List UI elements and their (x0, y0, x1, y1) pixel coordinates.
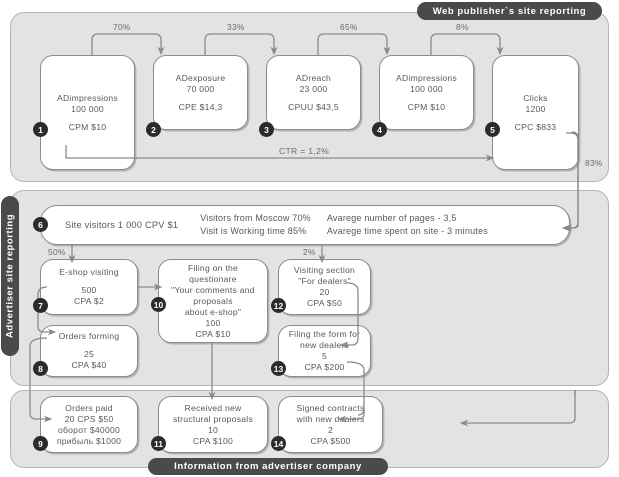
node-badge-3: 3 (259, 122, 274, 137)
node-badge-13: 13 (271, 361, 286, 376)
node-6-main: Site visitors 1 000 CPV $1 (65, 219, 179, 230)
node-filing-form-dealers-13[interactable]: Filing the form for new dealers 5 CPA $2… (278, 325, 371, 377)
node-1-metric: CPM $10 (68, 121, 107, 132)
node-14-line-1: with new dealers (296, 413, 365, 424)
node-6-avg-pages: Avarege number of pages - 3,5 (326, 213, 457, 223)
return-percent-83: 83% (585, 158, 603, 168)
node-11-line-0: Received new (184, 402, 242, 413)
node-6-working-time: Visit is Working time 85% (200, 226, 307, 236)
node-badge-6: 6 (33, 217, 48, 232)
node-2-metric: CPE $14,3 (178, 101, 223, 112)
node-9-line-3: прибыль $1000 (56, 435, 122, 446)
section-title-advertiser-company: Information from advertiser company (148, 458, 388, 475)
node-4-title: ADimpressions (395, 72, 458, 83)
edge-percent-1-2: 70% (113, 22, 131, 32)
node-13-value: 5 (321, 351, 328, 361)
edge-percent-2-3: 33% (227, 22, 245, 32)
node-badge-9: 9 (33, 436, 48, 451)
node-7-value: 500 (81, 285, 97, 295)
node-9-line-2: оборот $40000 (57, 424, 121, 435)
node-5-value: 1200 (525, 103, 546, 114)
node-site-visitors-6[interactable]: Site visitors 1 000 CPV $1 Visitors from… (40, 205, 570, 245)
node-badge-10: 10 (151, 297, 166, 312)
node-4-metric: CPM $10 (407, 101, 446, 112)
node-2-title: ADexposure (175, 72, 226, 83)
node-clicks-5[interactable]: Clicks 1200 CPC $833 (492, 55, 579, 170)
node-badge-12: 12 (271, 298, 286, 313)
node-6-column-2: Avarege number of pages - 3,5 Avarege ti… (327, 212, 488, 238)
node-2-value: 70 000 (186, 83, 215, 94)
node-7-line-0: E-shop visiting (59, 267, 119, 277)
node-6-moscow-share: Visitors from Moscow 70% (200, 213, 311, 223)
node-adimpressions-1[interactable]: ADimpressions 100 000 CPM $10 (40, 55, 135, 170)
section-title-web-publisher: Web publisher`s site reporting (417, 2, 602, 20)
node-11-line-1: structural proposals (173, 413, 253, 424)
node-5-metric: CPC $833 (514, 121, 557, 132)
node-13-metric: CPA $200 (304, 362, 345, 372)
node-1-value: 100 000 (71, 103, 104, 114)
node-orders-paid-9[interactable]: Orders paid 20 CPS $50 оборот $40000 при… (40, 396, 138, 453)
node-visiting-dealers-12[interactable]: Visiting section "For dealers" 20 CPA $5… (278, 259, 371, 315)
node-11-line-2: 10 (207, 424, 219, 435)
node-1-title: ADimpressions (56, 92, 119, 103)
node-adexposure-2[interactable]: ADexposure 70 000 CPE $14,3 (153, 55, 248, 130)
node-eshop-visiting-7[interactable]: E-shop visiting 500 CPA $2 (40, 259, 138, 315)
node-12-line-0: Visiting section (293, 265, 356, 275)
edge-percent-4-5: 8% (456, 22, 469, 32)
node-questionare-10[interactable]: Filing on the questionare "Your comments… (158, 259, 268, 343)
node-12-metric: CPA $50 (306, 298, 343, 308)
node-3-metric: CPUU $43,5 (288, 101, 339, 112)
node-3-title: ADreach (295, 72, 332, 83)
node-14-line-2: 2 (327, 424, 334, 435)
node-12-value: 20 (319, 287, 330, 297)
ctr-label: CTR = 1,2% (279, 146, 330, 156)
node-9-line-1: 20 CPS $50 (64, 413, 114, 424)
branch-percent-50: 50% (48, 247, 66, 257)
node-10-line-0: Filing on the (187, 262, 239, 273)
node-9-line-0: Orders paid (65, 402, 113, 413)
node-badge-1: 1 (33, 122, 48, 137)
edge-percent-3-4: 65% (340, 22, 358, 32)
node-11-line-3: CPA $100 (192, 435, 234, 446)
node-6-avg-time: Avarege time spent on site - 3 minutes (326, 226, 488, 236)
node-badge-5: 5 (485, 122, 500, 137)
node-badge-11: 11 (151, 436, 166, 451)
node-6-column-1: Visitors from Moscow 70% Visit is Workin… (200, 212, 311, 238)
node-5-title: Clicks (523, 92, 548, 103)
node-10-line-2: "Your comments and (171, 284, 255, 295)
node-adreach-3[interactable]: ADreach 23 000 CPUU $43,5 (266, 55, 361, 130)
node-8-line-0: Orders forming (58, 331, 120, 341)
node-7-metric: CPA $2 (73, 296, 104, 306)
branch-percent-2: 2% (303, 247, 316, 257)
node-8-value: 25 (83, 349, 95, 359)
node-14-line-3: CPA $500 (310, 435, 351, 446)
node-4-value: 100 000 (410, 83, 443, 94)
node-13-line-1: new dealers (299, 340, 350, 350)
node-10-metric: CPA $10 (195, 328, 231, 339)
node-orders-forming-8[interactable]: Orders forming 25 CPA $40 (40, 325, 138, 377)
node-adimpressions-4[interactable]: ADimpressions 100 000 CPM $10 (379, 55, 474, 130)
node-signed-contracts-14[interactable]: Signed contracts with new dealers 2 CPA … (278, 396, 383, 453)
node-badge-7: 7 (33, 298, 48, 313)
node-badge-14: 14 (271, 436, 286, 451)
node-badge-8: 8 (33, 361, 48, 376)
node-3-value: 23 000 (299, 83, 328, 94)
node-badge-2: 2 (146, 122, 161, 137)
node-14-line-0: Signed contracts (296, 402, 365, 413)
section-title-advertiser-company-label: Information from advertiser company (174, 461, 362, 472)
node-10-line-3: proposals (193, 295, 233, 306)
section-title-web-publisher-label: Web publisher`s site reporting (432, 5, 587, 17)
node-badge-4: 4 (372, 122, 387, 137)
node-structural-proposals-11[interactable]: Received new structural proposals 10 CPA… (158, 396, 268, 453)
section-title-advertiser-site-label: Advertiser site reporting (4, 213, 16, 339)
node-10-line-4: about e-shop" (184, 306, 242, 317)
node-10-value: 100 (205, 317, 221, 328)
node-8-metric: CPA $40 (71, 360, 107, 370)
node-12-line-1: "For dealers" (298, 276, 351, 286)
node-10-line-1: questionare (189, 273, 237, 284)
node-13-line-0: Filing the form for (288, 329, 361, 339)
section-title-advertiser-site: Advertiser site reporting (1, 196, 19, 356)
